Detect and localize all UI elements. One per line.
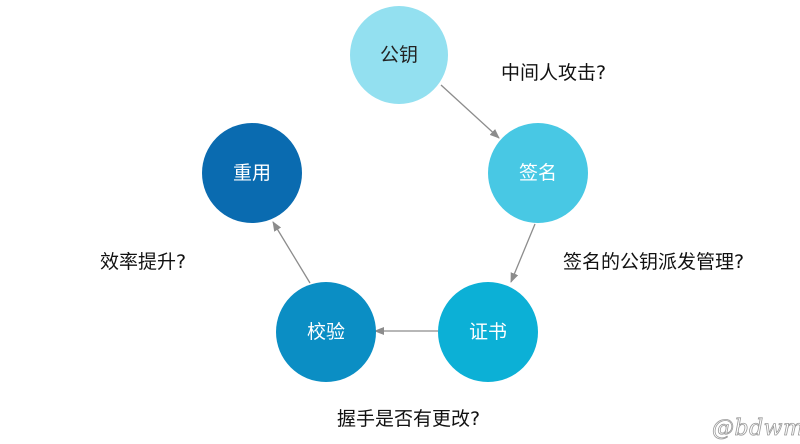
node-signature: 签名 — [488, 123, 588, 223]
node-verify-label: 校验 — [306, 320, 345, 343]
node-pubkey: 公钥 — [350, 6, 448, 104]
node-reuse-label: 重用 — [232, 161, 271, 184]
node-reuse: 重用 — [202, 123, 302, 223]
annotation-key-distribution: 签名的公钥派发管理? — [563, 251, 745, 273]
node-verify: 校验 — [276, 282, 376, 382]
arrow-signature-to-certificate — [510, 223, 536, 283]
node-signature-label: 签名 — [518, 161, 557, 184]
arrow-verify-to-reuse — [272, 221, 311, 284]
node-certificate-label: 证书 — [468, 320, 507, 343]
annotation-efficiency: 效率提升? — [100, 251, 187, 273]
annotation-handshake-change: 握手是否有更改? — [337, 408, 481, 430]
annotation-mitm: 中间人攻击? — [501, 62, 607, 84]
watermark-signature: @bdwms — [712, 416, 800, 441]
node-certificate: 证书 — [438, 282, 538, 382]
arrow-pubkey-to-signature — [440, 84, 500, 139]
node-pubkey-label: 公钥 — [379, 43, 418, 66]
